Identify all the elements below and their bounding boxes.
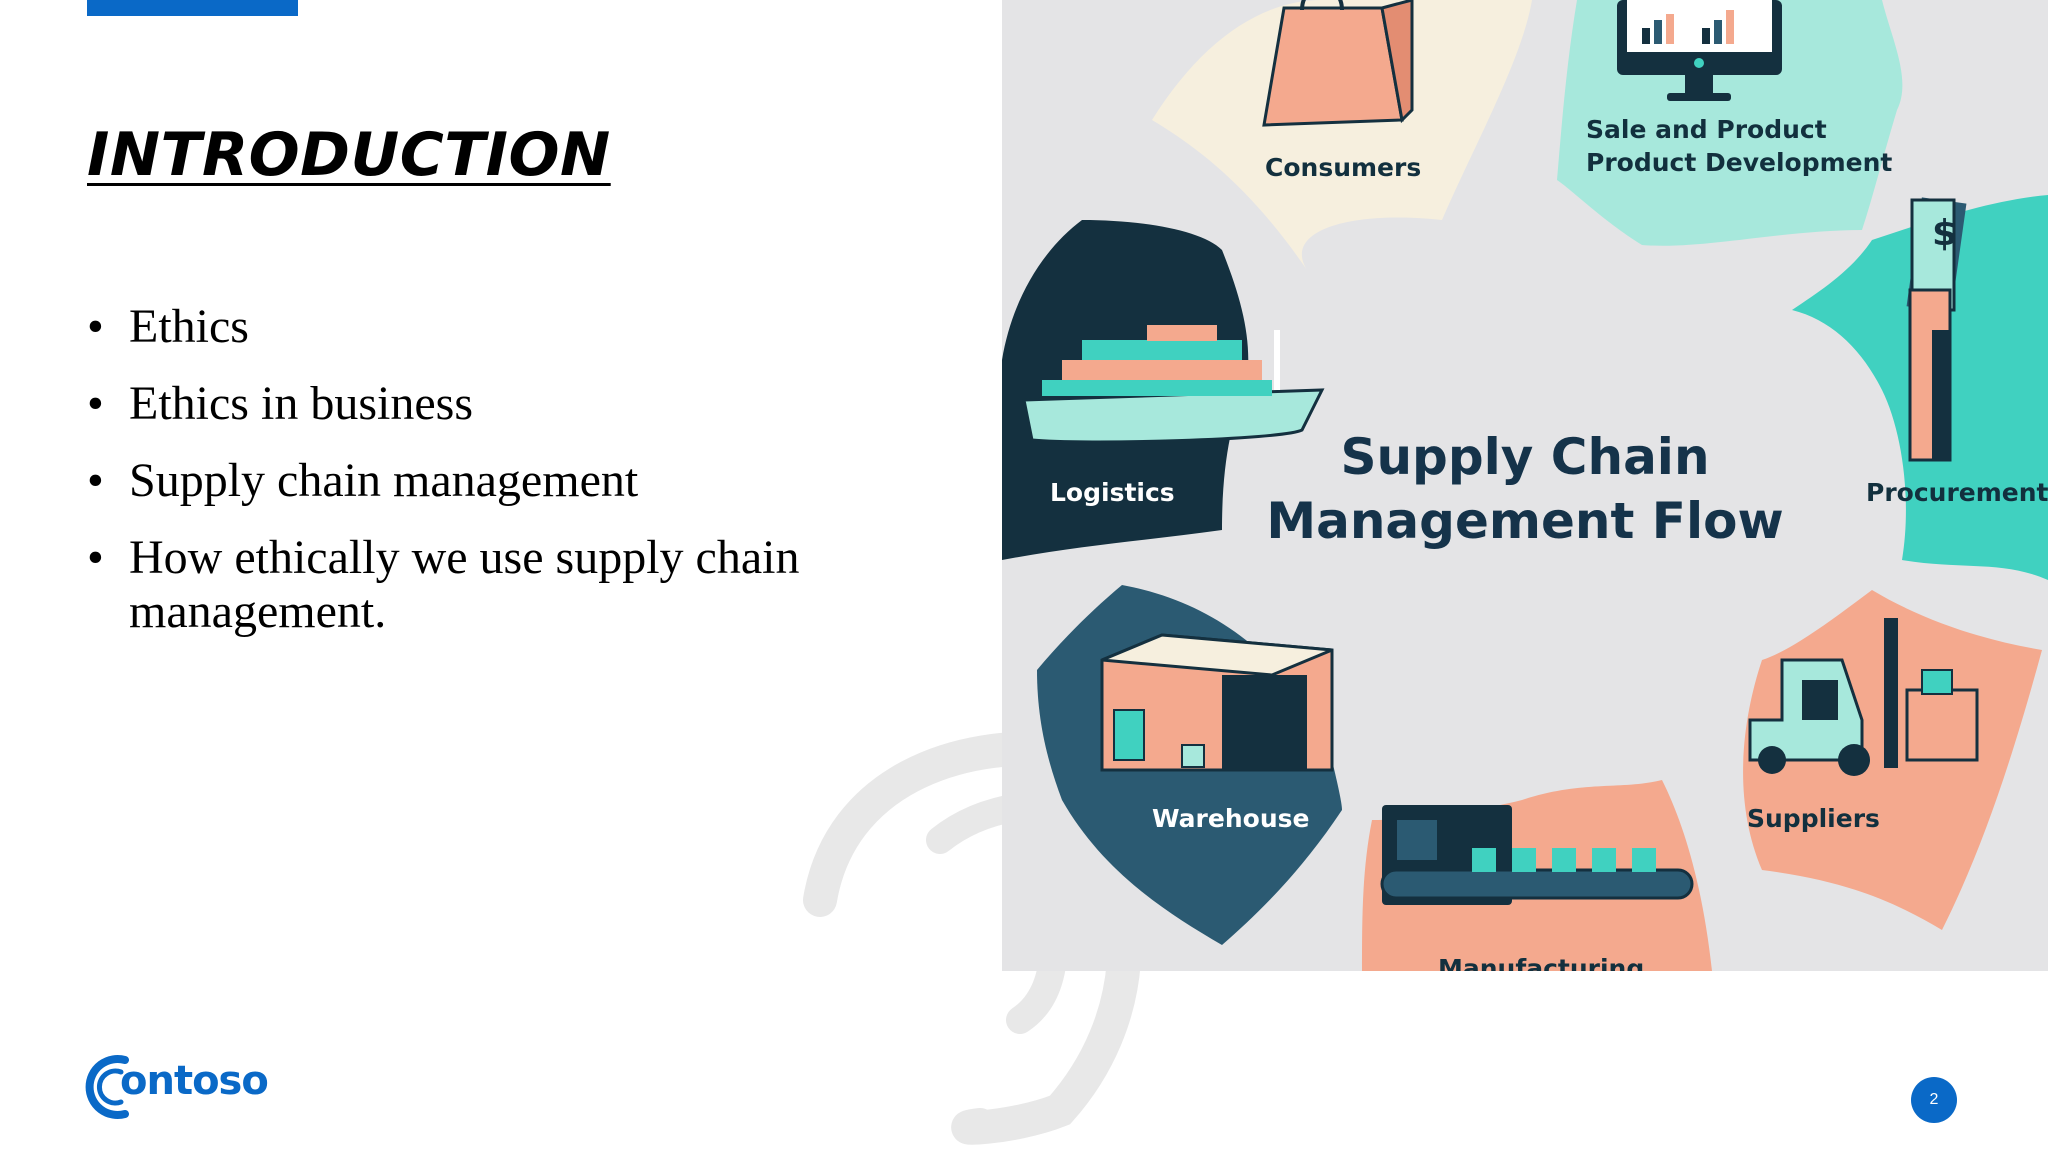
contoso-logo-icon [85, 1055, 129, 1119]
slide-title: INTRODUCTION [87, 120, 611, 190]
money-hand-icon [1906, 197, 1967, 462]
monitor-icon [1617, 0, 1782, 101]
supply-chain-illustration [1002, 0, 2048, 971]
bullet-dot: • [87, 300, 104, 353]
consumers-petal [1152, 0, 1532, 270]
figure-center-title: Supply Chain Management Flow [1002, 425, 2048, 553]
label-procurement: Procurement [1866, 478, 2048, 507]
bullet-item: • Supply chain management [87, 454, 887, 508]
label-sales-product-development: Sale and Product Product Development [1586, 113, 1892, 179]
label-suppliers: Suppliers [1747, 804, 1880, 833]
shopping-bag-icon [1262, 0, 1414, 127]
bullet-dot: • [87, 531, 104, 584]
logo-text: ontoso [120, 1058, 269, 1104]
bullet-text: Ethics [129, 300, 249, 353]
bullet-text: Ethics in business [129, 377, 473, 430]
bullet-list: • Ethics • Ethics in business • Supply chai… [87, 300, 887, 662]
bullet-text: Supply chain management [129, 454, 639, 507]
bullet-item: • Ethics in business [87, 377, 887, 431]
bullet-text: How ethically we use supply chain manage… [129, 531, 800, 638]
title-accent-bar [87, 0, 298, 16]
bullet-item: • Ethics [87, 300, 887, 354]
dollar-sign-icon: $ [1932, 213, 1958, 254]
label-consumers: Consumers [1265, 153, 1422, 182]
bullet-item: • How ethically we use supply chain manag… [87, 531, 887, 639]
bullet-dot: • [87, 454, 104, 507]
label-warehouse: Warehouse [1152, 804, 1310, 833]
label-manufacturing: Manufacturing [1438, 954, 1645, 971]
center-title-line1: Supply Chain [1340, 428, 1710, 486]
supply-chain-figure: Consumers Sale and Product Product Devel… [1002, 0, 2048, 971]
bullet-dot: • [87, 377, 104, 430]
label-sales-line2: Product Development [1586, 148, 1893, 177]
conveyor-machine-icon [1380, 805, 1694, 905]
page-number-badge: 2 [1911, 1077, 1957, 1123]
center-title-line2: Management Flow [1266, 492, 1784, 550]
forklift-icon [1748, 618, 1979, 776]
cargo-ship-icon [1022, 325, 1325, 444]
label-sales-line1: Sale and Product [1586, 115, 1827, 144]
warehouse-icon [1100, 633, 1334, 772]
label-logistics: Logistics [1050, 478, 1175, 507]
